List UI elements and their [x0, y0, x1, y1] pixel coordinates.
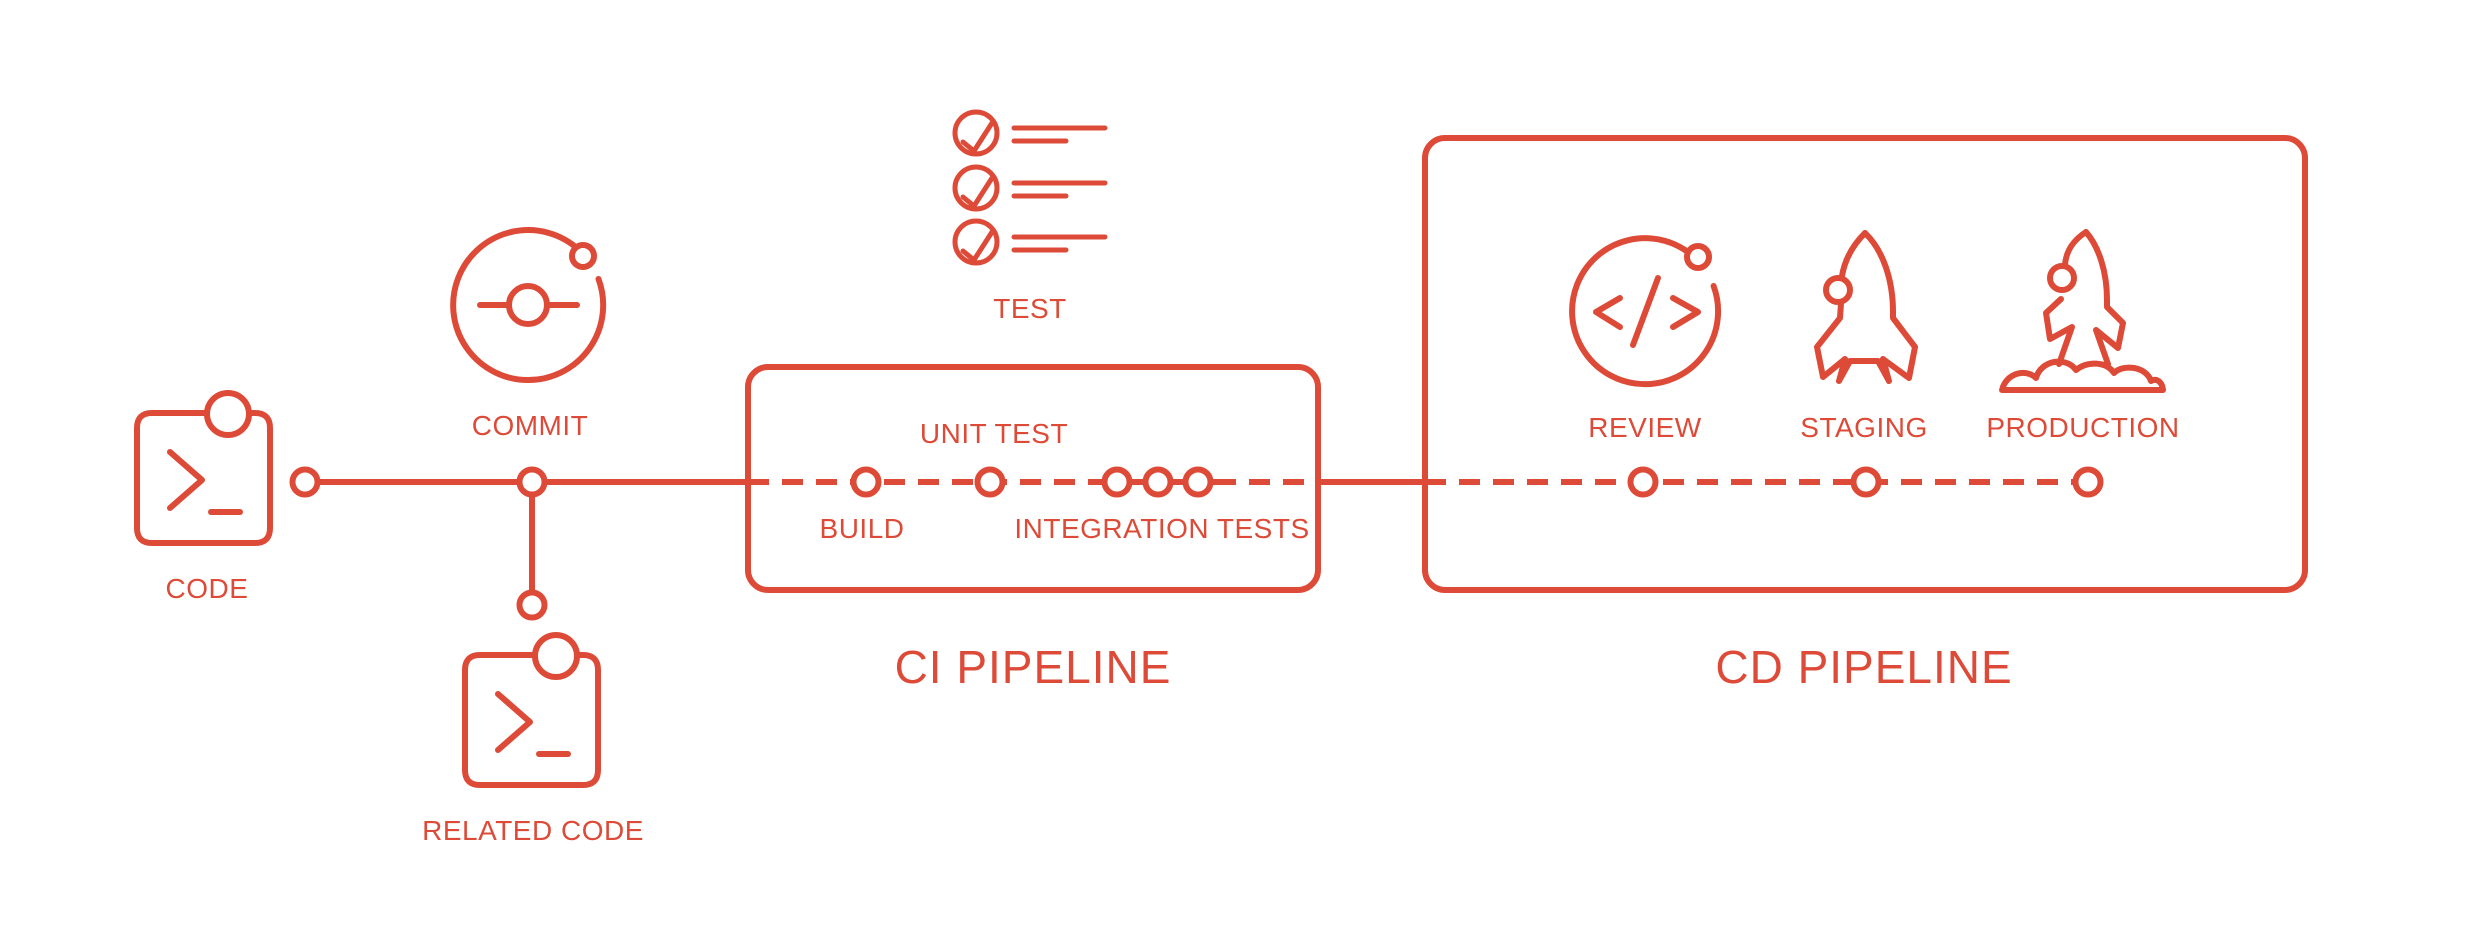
rocket-body [1814, 230, 1918, 384]
commit-satellite-circle [569, 242, 597, 270]
launch-rocket-nose-left [2062, 229, 2089, 268]
code-stage: CODE [134, 390, 273, 604]
check-mark [960, 175, 995, 209]
launch-porthole-circle [2047, 263, 2077, 293]
rocket-icon [1814, 230, 1918, 384]
terminal-icon [134, 390, 273, 546]
pipeline-node-commit [516, 466, 548, 498]
ci-pipeline-box [745, 364, 1321, 593]
commit-center-circle [506, 283, 550, 327]
production-label: PRODUCTION [1986, 412, 2179, 443]
launch-smoke-clouds [1999, 358, 2166, 393]
build-label: BUILD [820, 513, 905, 544]
cd-pipeline-box [1422, 135, 2308, 593]
staging-stage: STAGING [1800, 230, 1927, 443]
check-mark [960, 229, 995, 263]
review-satellite-circle [1684, 243, 1712, 271]
rocket-nose-left [1839, 230, 1868, 279]
pipeline-node-review [1627, 466, 1659, 498]
terminal-pin-circle [532, 632, 580, 680]
ci-pipeline-title: CI PIPELINE [895, 641, 1172, 693]
prompt-chevron [495, 691, 533, 753]
pipeline-node-integration-1 [1101, 466, 1133, 498]
rocket-porthole-circle [1823, 275, 1853, 305]
terminal-icon [462, 632, 601, 788]
code-open-chevron [1593, 295, 1623, 330]
test-stage: TEST [952, 109, 1108, 324]
pipeline-node-integration-3 [1182, 466, 1214, 498]
production-stage: PRODUCTION [1986, 229, 2179, 443]
test-label: TEST [993, 293, 1067, 324]
check-mark [960, 120, 995, 154]
unit-test-label: UNIT TEST [920, 418, 1068, 449]
checklist-icon [952, 109, 1108, 266]
commit-label: COMMIT [472, 410, 589, 441]
staging-label: STAGING [1800, 412, 1927, 443]
pipeline-node-start [289, 466, 321, 498]
launch-rocket-left-fin [2043, 296, 2075, 367]
pipeline-node-integration-2 [1142, 466, 1174, 498]
related-code-stage: RELATED CODE [422, 632, 644, 846]
review-orbit-arc [1569, 235, 1722, 388]
pipeline-node-staging [1850, 466, 1882, 498]
pipeline-node-related-code [516, 589, 548, 621]
code-slash [1630, 275, 1661, 348]
check-circle [952, 218, 1000, 266]
related-code-label: RELATED CODE [422, 815, 644, 846]
git-commit-icon [450, 227, 607, 384]
code-review-icon [1569, 235, 1722, 388]
code-label: CODE [166, 573, 249, 604]
review-label: REVIEW [1588, 412, 1702, 443]
launch-rocket-right [2083, 229, 2126, 367]
cd-pipeline-title: CD PIPELINE [1715, 641, 2012, 693]
commit-orbit-arc [450, 227, 607, 384]
commit-stage: COMMIT [450, 227, 607, 441]
check-circle [952, 164, 1000, 212]
rocket-launch-icon [1999, 229, 2166, 393]
pipeline-node-unit-test [974, 466, 1006, 498]
review-stage: REVIEW [1569, 235, 1722, 443]
pipeline-node-build [850, 466, 882, 498]
pipeline-nodes [289, 466, 2104, 621]
prompt-chevron [167, 449, 205, 511]
code-close-chevron [1670, 295, 1701, 330]
terminal-pin-circle [204, 390, 252, 438]
pipeline-node-production [2072, 466, 2104, 498]
check-circle [952, 109, 1000, 157]
integration-tests-label: INTEGRATION TESTS [1014, 513, 1309, 544]
